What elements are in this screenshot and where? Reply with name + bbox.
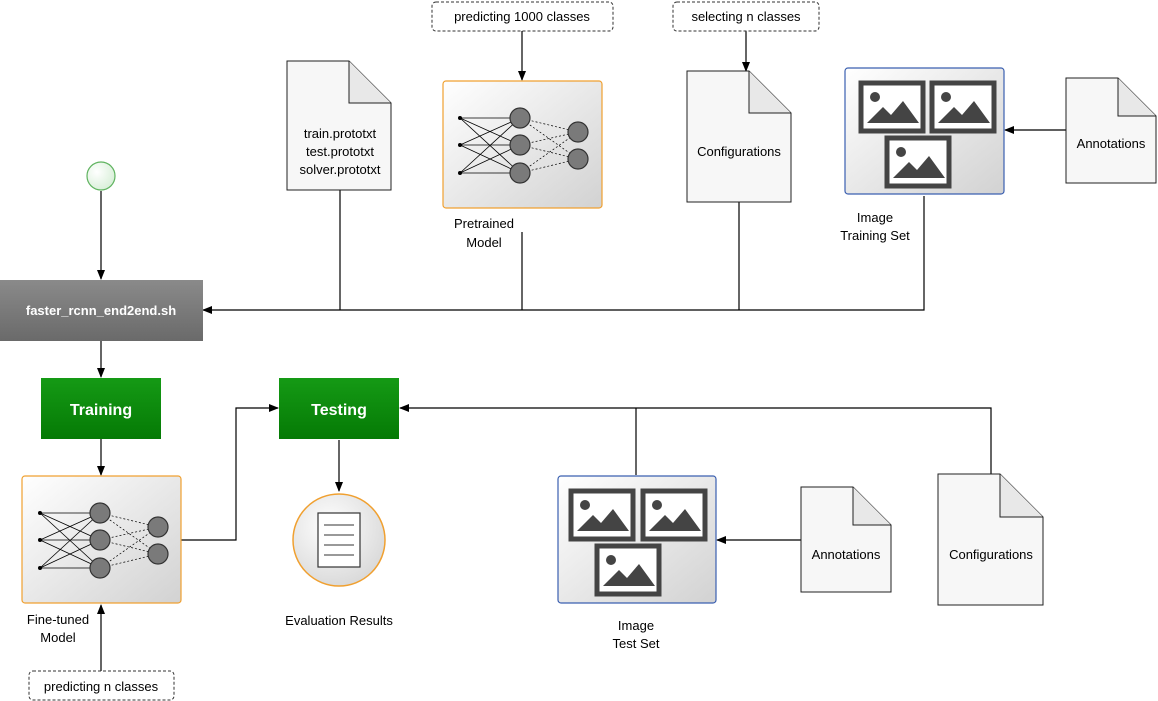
image-icon bbox=[571, 491, 633, 539]
image-test-set-node: Image Test Set bbox=[557, 475, 717, 651]
note-predicting-n: predicting n classes bbox=[28, 670, 175, 701]
image-icon bbox=[861, 83, 923, 131]
configurations-bottom-label: Configurations bbox=[949, 547, 1033, 562]
finetuned-label-line1: Fine-tuned bbox=[27, 612, 89, 627]
test-set-label-line2: Test Set bbox=[613, 636, 660, 651]
edge-inputs-to-script bbox=[202, 196, 925, 314]
note-predicting-1000: predicting 1000 classes bbox=[431, 1, 614, 32]
annotations-top-document: Annotations bbox=[1065, 77, 1157, 184]
configurations-top-document: Configurations bbox=[686, 70, 792, 203]
training-set-label-line2: Training Set bbox=[840, 228, 910, 243]
prototxt-document: train.prototxt test.prototxt solver.prot… bbox=[286, 60, 392, 191]
pretrained-label-line1: Pretrained bbox=[454, 216, 514, 231]
edge-finetuned-to-testing bbox=[181, 404, 279, 541]
prototxt-line-test: test.prototxt bbox=[306, 144, 374, 159]
script-label: faster_rcnn_end2end.sh bbox=[26, 303, 176, 318]
annotations-bottom-document: Annotations bbox=[800, 486, 892, 593]
note-predicting-1000-label: predicting 1000 classes bbox=[454, 9, 590, 24]
testing-label: Testing bbox=[311, 402, 367, 419]
script-node: faster_rcnn_end2end.sh bbox=[0, 280, 203, 341]
image-training-set-node: Image Training Set bbox=[840, 67, 1005, 243]
test-set-label-line1: Image bbox=[618, 618, 654, 633]
start-node bbox=[86, 161, 116, 191]
edges bbox=[97, 31, 1066, 671]
document-icon bbox=[317, 512, 361, 568]
training-node: Training bbox=[41, 378, 161, 439]
note-predicting-n-label: predicting n classes bbox=[44, 679, 159, 694]
training-set-label-line1: Image bbox=[857, 210, 893, 225]
image-icon bbox=[643, 491, 705, 539]
training-label: Training bbox=[70, 402, 132, 419]
prototxt-line-solver: solver.prototxt bbox=[300, 162, 381, 177]
pretrained-model-node: Pretrained Model bbox=[442, 80, 603, 250]
note-selecting-n-label: selecting n classes bbox=[691, 9, 801, 24]
annotations-top-label: Annotations bbox=[1077, 136, 1146, 151]
prototxt-line-train: train.prototxt bbox=[304, 126, 377, 141]
finetuned-label-line2: Model bbox=[40, 630, 76, 645]
annotations-bottom-label: Annotations bbox=[812, 547, 881, 562]
note-selecting-n: selecting n classes bbox=[672, 1, 820, 32]
evaluation-results-label: Evaluation Results bbox=[285, 613, 393, 628]
finetuned-model-node: Fine-tuned Model bbox=[21, 475, 182, 645]
pretrained-label-line2: Model bbox=[466, 235, 502, 250]
image-icon bbox=[597, 546, 659, 594]
image-icon bbox=[887, 138, 949, 186]
edge-inputs-to-testing bbox=[399, 404, 992, 474]
image-icon bbox=[932, 83, 994, 131]
configurations-top-label: Configurations bbox=[697, 144, 781, 159]
testing-node: Testing bbox=[279, 378, 399, 439]
configurations-bottom-document: Configurations bbox=[937, 473, 1044, 606]
evaluation-results-node: Evaluation Results bbox=[285, 493, 393, 628]
